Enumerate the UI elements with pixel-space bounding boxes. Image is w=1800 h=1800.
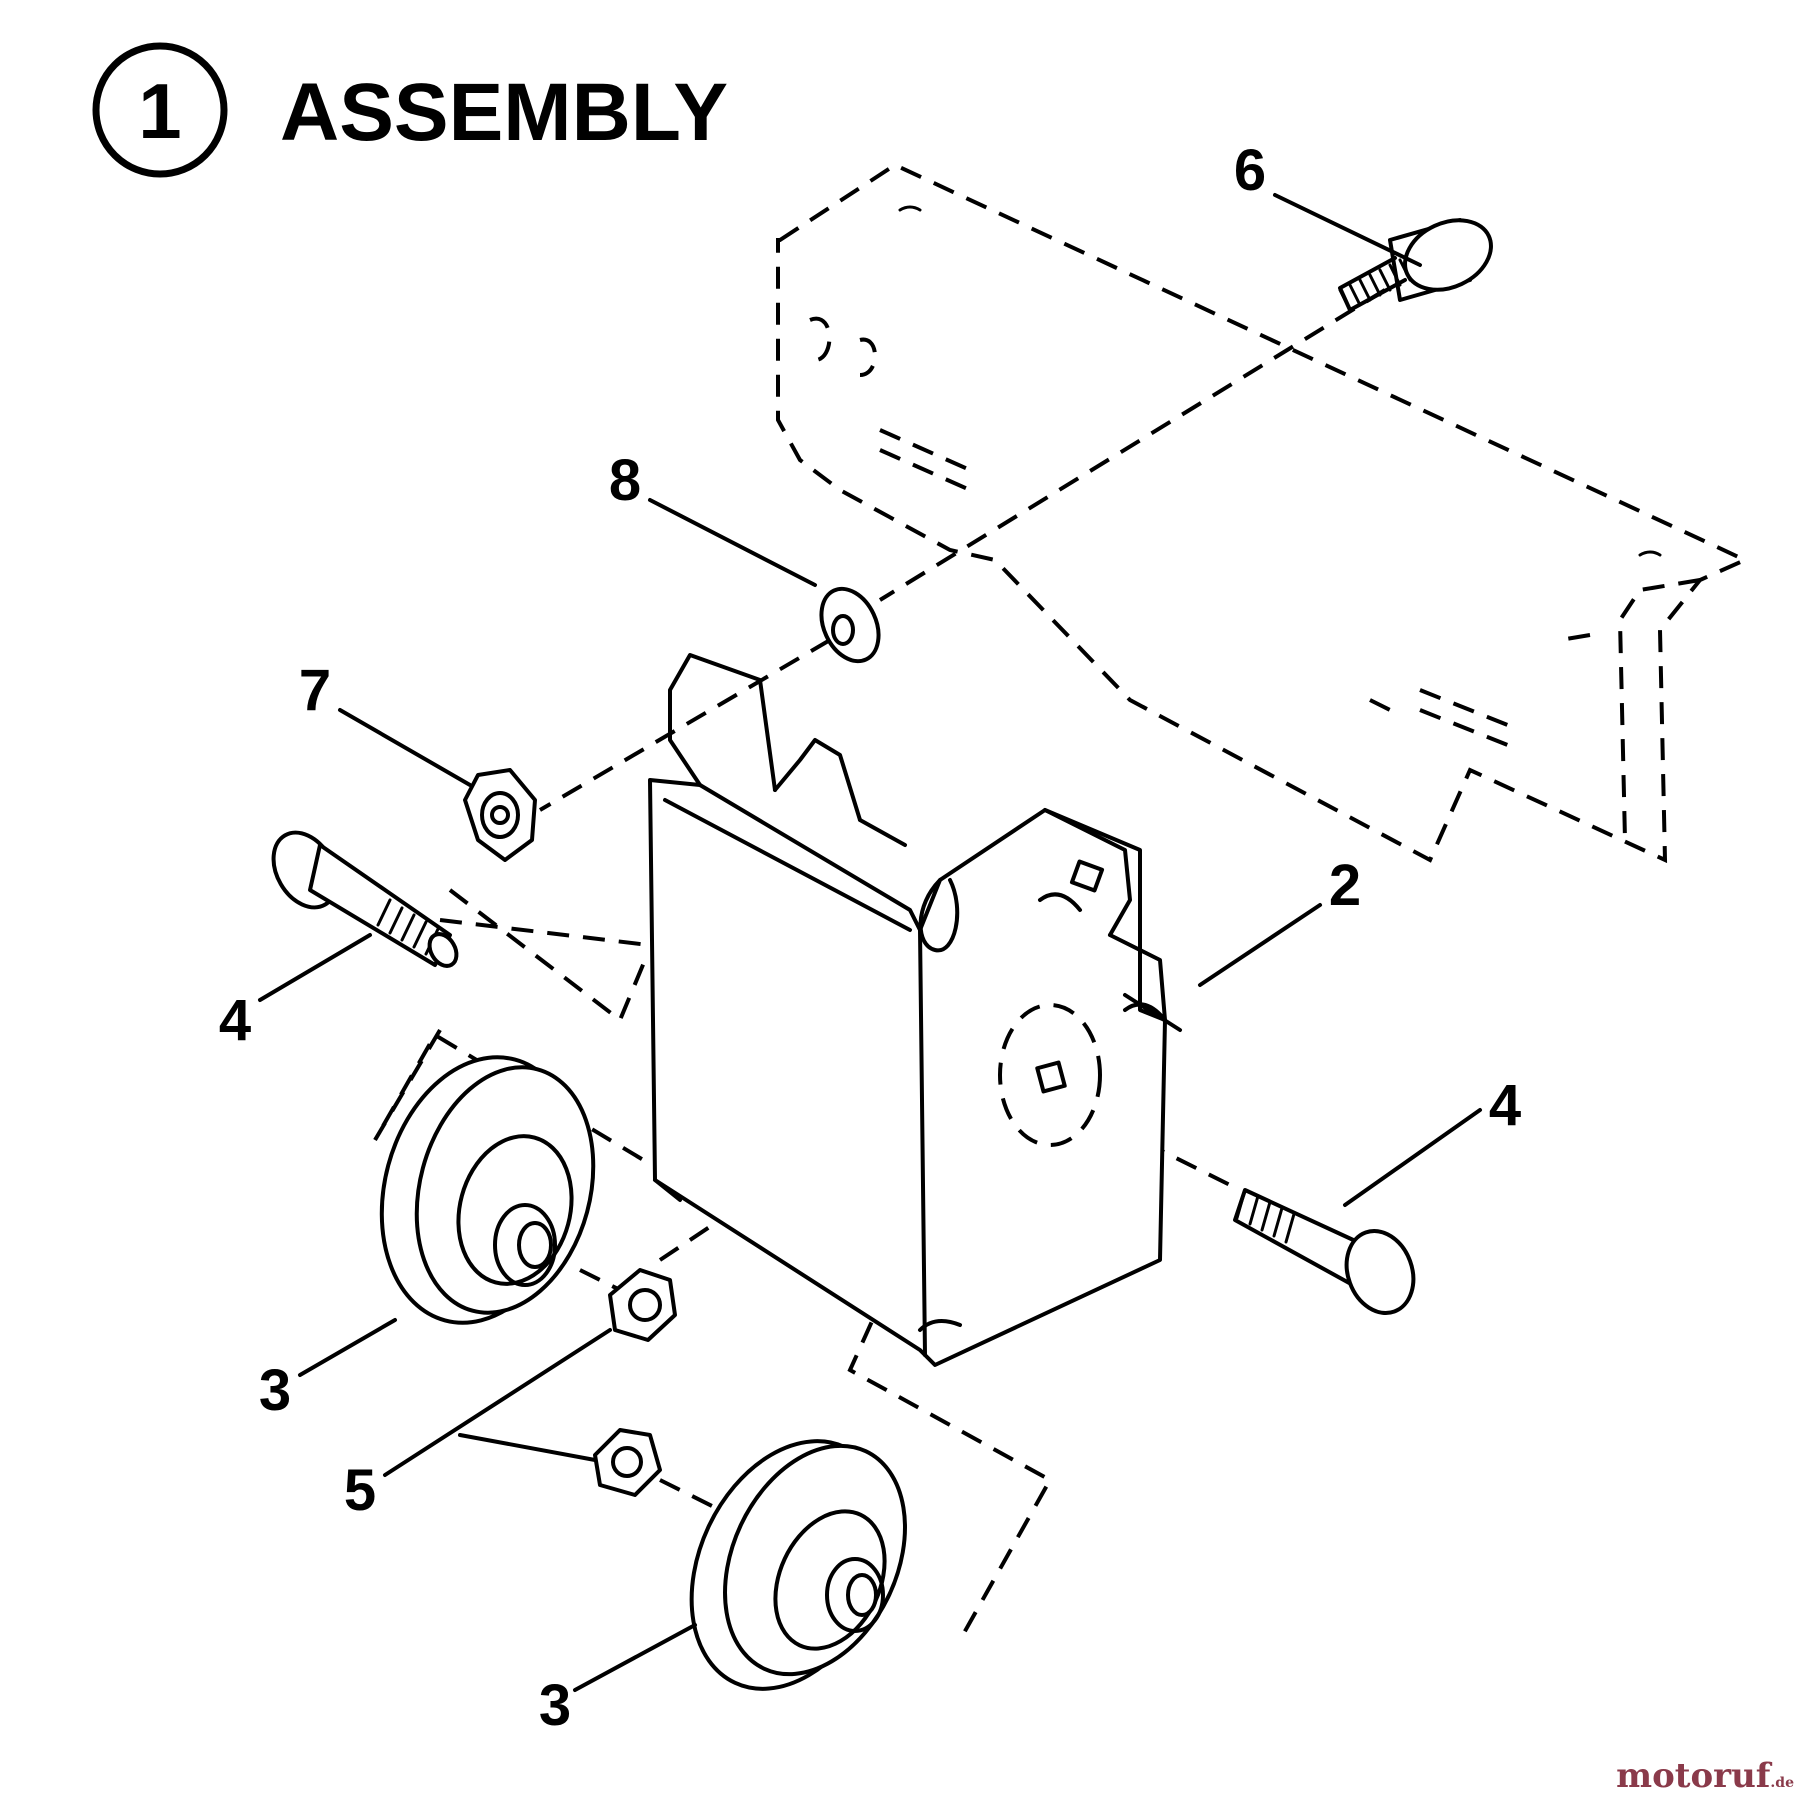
- callout-part-5: 5: [344, 1458, 376, 1523]
- shoulder-bolt-right-part-4: [1233, 1188, 1416, 1315]
- section-number: 1: [138, 67, 181, 155]
- section-number-circle: [92, 42, 228, 178]
- callout-part-6: 6: [1234, 138, 1266, 203]
- carriage-bolt-part-6: [1338, 218, 1493, 312]
- phantom-frame: [776, 162, 1750, 864]
- shoulder-bolt-left-part-4: [271, 830, 459, 968]
- callout-part-8: 8: [609, 448, 641, 513]
- page-title: ASSEMBLY: [280, 67, 728, 158]
- pulley-lower-part-3: [689, 1439, 907, 1691]
- hex-nut-lower-part-5: [593, 1428, 662, 1497]
- watermark-tld: .de: [1770, 1775, 1794, 1791]
- callout-part-2: 2: [1329, 853, 1361, 918]
- section-header: 1 ASSEMBLY: [92, 42, 728, 178]
- pulley-upper-part-3: [379, 1055, 596, 1325]
- hex-nut-upper-part-5: [608, 1268, 677, 1342]
- watermark-logo: motoruf.de: [1616, 1756, 1794, 1796]
- callout-part-7: 7: [299, 658, 331, 723]
- callout-part-3-lower: 3: [539, 1673, 571, 1738]
- callout-part-3-upper: 3: [259, 1358, 291, 1423]
- callout-part-4-right: 4: [1489, 1073, 1521, 1138]
- bracket-part-2: [648, 653, 1182, 1367]
- watermark-brand: motoruf: [1616, 1756, 1771, 1796]
- callout-part-4-left: 4: [219, 988, 251, 1053]
- lock-nut-part-7: [463, 768, 537, 862]
- washer-part-8: [819, 586, 881, 664]
- callout-numbers: 6 8 7 4 2 4 3 5 3: [219, 138, 1521, 1738]
- pivot-hole: [998, 1003, 1102, 1147]
- callout-leaders: [258, 193, 1482, 1692]
